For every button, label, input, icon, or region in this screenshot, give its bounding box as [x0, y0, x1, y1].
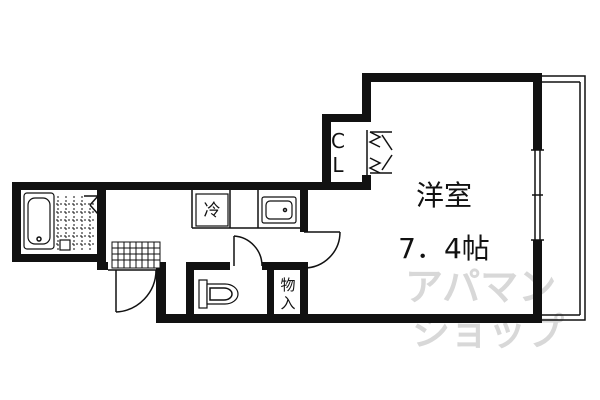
- closet-label-c: C: [331, 129, 345, 153]
- closet-doors: [366, 130, 393, 175]
- wall-entrance-right: [156, 262, 166, 322]
- room-door: [303, 231, 341, 269]
- toilet-door: [233, 235, 263, 267]
- wall-toilet-top-left: [186, 262, 230, 270]
- storage-label-2: 入: [280, 294, 295, 312]
- wall-top-main: [12, 182, 331, 190]
- fridge-label: 冷: [204, 201, 221, 221]
- wall-room-left-lower: [300, 190, 308, 232]
- wall-toilet-top-right: [262, 262, 308, 270]
- balcony-window: [531, 149, 544, 241]
- washroom-drain: [59, 239, 71, 251]
- western-room-size: 7．4帖: [398, 232, 490, 265]
- wall-bottom-main: [156, 314, 308, 323]
- wall-bath-right: [97, 182, 106, 270]
- closet-label-l: L: [332, 153, 344, 177]
- wall-toilet-left: [186, 270, 194, 322]
- wall-room-left-bottom: [300, 270, 308, 323]
- wall-closet-left: [322, 114, 331, 190]
- western-room-label: 洋室: [416, 179, 472, 212]
- entrance-door: [108, 269, 157, 313]
- wall-closet-bottom: [322, 182, 371, 190]
- balcony: [542, 75, 586, 321]
- wall-toilet-right: [267, 262, 274, 322]
- fridge-space: [195, 193, 229, 227]
- bath-door: [84, 195, 99, 215]
- wall-room-bottom: [300, 314, 542, 323]
- toilet: [198, 279, 239, 309]
- storage-label-1: 物: [280, 276, 295, 294]
- wall-room-top: [362, 73, 542, 82]
- wall-entrance-left: [97, 262, 108, 270]
- kitchen-counter: [191, 190, 300, 229]
- wall-closet-top: [322, 114, 371, 122]
- wall-bath-bottom: [12, 254, 106, 262]
- entrance-floor: [111, 241, 161, 269]
- watermark-line-1: アパマン: [405, 265, 556, 309]
- wall-room-left-upper: [362, 73, 371, 121]
- wall-bath-left: [12, 182, 21, 262]
- balcony-rail: [542, 75, 586, 321]
- wall-closet-right-lower: [362, 175, 371, 190]
- bathtub: [23, 192, 55, 250]
